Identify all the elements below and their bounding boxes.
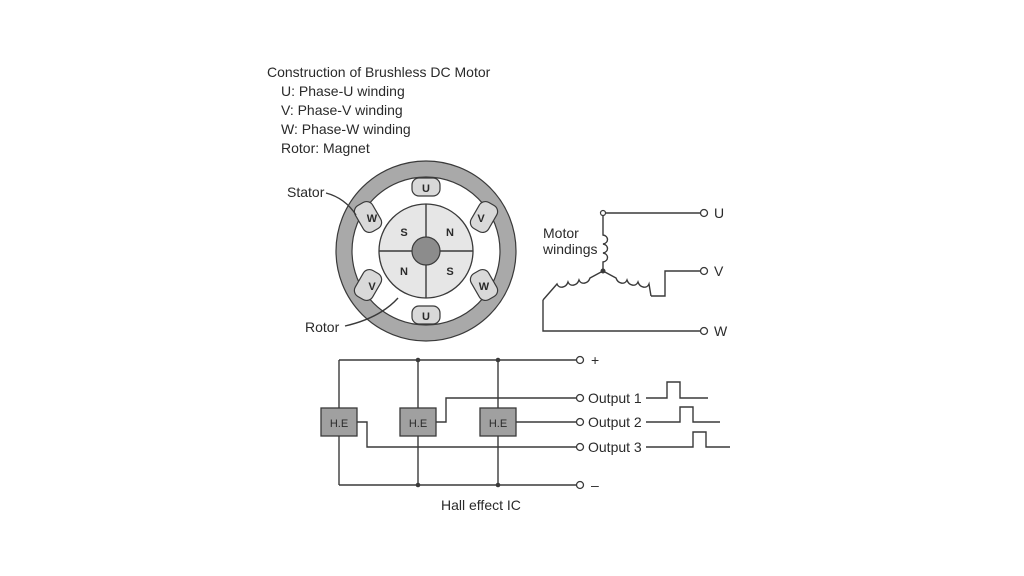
terminal-u-label: U bbox=[714, 205, 724, 221]
terminal-w-label: W bbox=[714, 323, 728, 339]
hall-sensor-2-label: H.E bbox=[409, 418, 427, 430]
output3-wire bbox=[357, 421, 576, 448]
coil-upper-left: W bbox=[353, 200, 383, 234]
hall-sensor-1-label: H.E bbox=[330, 418, 348, 430]
terminal-u bbox=[699, 208, 709, 218]
coil-bottom: U bbox=[411, 305, 441, 325]
rotor-leader bbox=[344, 297, 399, 327]
hall-effect-circuit: + – H.E H.E H.E Output 1 bbox=[320, 352, 730, 513]
motor-windings-label-2: windings bbox=[542, 241, 597, 257]
winding-v-coil bbox=[602, 270, 652, 297]
svg-text:V: V bbox=[368, 281, 376, 293]
svg-text:U: U bbox=[422, 311, 430, 323]
terminal-w bbox=[699, 326, 709, 336]
stator-label: Stator bbox=[287, 184, 325, 200]
terminal-v-label: V bbox=[714, 263, 724, 279]
legend-w: W: Phase-W winding bbox=[281, 121, 411, 137]
legend-rotor: Rotor: Magnet bbox=[281, 140, 370, 156]
neutral-point bbox=[600, 268, 606, 274]
hall-sensor-3-label: H.E bbox=[489, 418, 507, 430]
output1-wire bbox=[436, 397, 576, 423]
output1-terminal bbox=[575, 393, 585, 403]
svg-text:U: U bbox=[422, 183, 430, 195]
svg-text:W: W bbox=[367, 213, 378, 225]
minus-label: – bbox=[591, 477, 599, 493]
rotor-pole-tl: S bbox=[400, 227, 407, 239]
motor-cross-section: U U W V V W S N N S bbox=[335, 160, 517, 342]
svg-text:V: V bbox=[477, 213, 485, 225]
output2-label: Output 2 bbox=[588, 414, 642, 430]
coil-top: U bbox=[411, 177, 441, 197]
output1-waveform bbox=[646, 381, 708, 399]
motor-windings: Motor windings U V W bbox=[542, 205, 728, 339]
rotor-pole-br: S bbox=[446, 266, 453, 278]
output3-waveform bbox=[646, 431, 730, 448]
svg-text:W: W bbox=[479, 281, 490, 293]
rotor-shaft bbox=[411, 236, 441, 266]
diagram-title: Construction of Brushless DC Motor bbox=[267, 64, 491, 80]
legend-u: U: Phase-U winding bbox=[281, 83, 405, 99]
hall-sensor-2: H.E bbox=[399, 407, 437, 437]
legend-v: V: Phase-V winding bbox=[281, 102, 403, 118]
coil-upper-right: V bbox=[469, 200, 499, 234]
plus-terminal bbox=[575, 355, 585, 365]
hall-sensor-3: H.E bbox=[479, 407, 517, 437]
rotor-pole-tr: N bbox=[446, 227, 454, 239]
coil-lower-left: V bbox=[353, 268, 383, 302]
minus-terminal bbox=[575, 480, 585, 490]
output3-terminal bbox=[575, 442, 585, 452]
winding-w-coil bbox=[542, 270, 604, 301]
output2-terminal bbox=[575, 417, 585, 427]
rotor-pole-bl: N bbox=[400, 266, 408, 278]
rotor-label: Rotor bbox=[305, 319, 340, 335]
output1-label: Output 1 bbox=[588, 390, 642, 406]
plus-label: + bbox=[591, 352, 599, 368]
hall-ic-label: Hall effect IC bbox=[441, 497, 521, 513]
output2-waveform bbox=[646, 406, 720, 423]
wire-w bbox=[542, 300, 700, 332]
motor-windings-label-1: Motor bbox=[543, 225, 579, 241]
stator-leader bbox=[325, 192, 357, 216]
wire-v bbox=[651, 270, 700, 297]
terminal-v bbox=[699, 266, 709, 276]
coil-lower-right: W bbox=[469, 268, 499, 302]
output3-label: Output 3 bbox=[588, 439, 642, 455]
winding-u-coil bbox=[602, 213, 609, 271]
hall-sensor-1: H.E bbox=[320, 407, 358, 437]
